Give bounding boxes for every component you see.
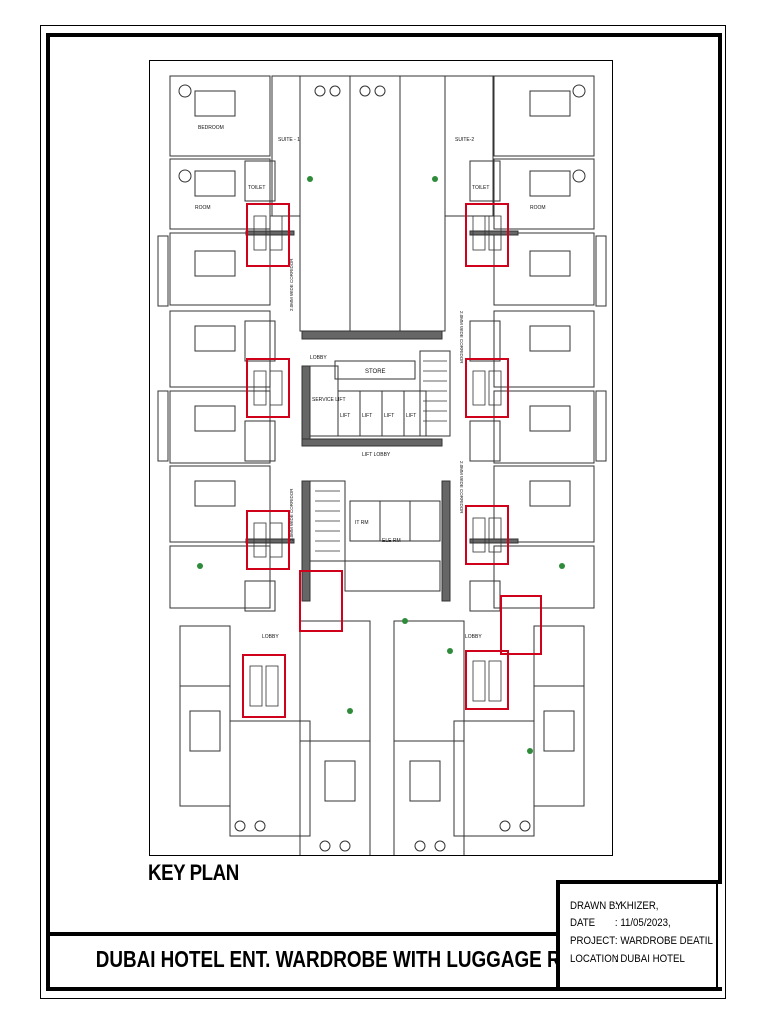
label-lift-lobby: LIFT LOBBY [362, 452, 391, 458]
label-lobby-left: LOBBY [262, 634, 279, 640]
outer-border [40, 25, 726, 999]
label-lift-4: LIFT [406, 413, 416, 419]
label-corridor-right-mid: 2.0MM WIDE CORRIDOR [459, 461, 464, 514]
label-suite1: SUITE - 1 [278, 137, 300, 143]
label-lift-2: LIFT [362, 413, 372, 419]
label-toilet: TOILET [248, 185, 265, 191]
label-suite2: SUITE-2 [455, 137, 474, 143]
label-lobby-top: LOBBY [310, 355, 327, 361]
label-room-right: ROOM [530, 205, 546, 211]
key-plan-label: KEY PLAN [148, 860, 239, 885]
info-row-location: LOCATION : DUBAI HOTEL [570, 953, 685, 965]
label-service-lift: SERVICE LIFT [312, 397, 346, 403]
label-lobby-right: LOBBY [465, 634, 482, 640]
label-bedroom: BEDROOM [198, 125, 224, 131]
label-lift-1: LIFT [340, 413, 350, 419]
label-corridor-left-top: 2.0MM WIDE CORRIDOR [289, 258, 294, 311]
title-block-info: DRAWN BY : KHIZER, DATE : 11/05/2023, PR… [556, 880, 722, 991]
drawing-frame [46, 33, 722, 991]
title-block-edge [716, 884, 718, 987]
label-lift-3: LIFT [384, 413, 394, 419]
info-row-date: DATE : 11/05/2023, [570, 917, 671, 929]
label-toilet-right: TOILET [472, 185, 489, 191]
label-room: ROOM [195, 205, 211, 211]
floor-plan-drawing: BEDROOM SUITE - 1 SUITE-2 ROOM ROOM STOR… [157, 75, 607, 855]
floor-plan: BEDROOM SUITE - 1 SUITE-2 ROOM ROOM STOR… [149, 60, 613, 856]
label-store: STORE [365, 369, 386, 375]
label-ele-rm: ELE RM [382, 538, 401, 544]
info-row-drawn-by: DRAWN BY : KHIZER, [570, 900, 659, 912]
label-corridor-left-mid: 2.0MM WIDE CORRIDOR [289, 488, 294, 541]
info-row-project: PROJECT : WARDROBE DEATIL [570, 935, 713, 947]
drawing-title: DUBAI HOTEL ENT. WARDROBE WITH LUGGAGE R… [95, 946, 602, 972]
title-divider [46, 932, 558, 936]
label-corridor-right-top: 2.0MM WIDE CORRIDOR [459, 311, 464, 364]
wardrobe-highlights [242, 203, 542, 718]
label-it-rm: IT RM [355, 520, 369, 526]
